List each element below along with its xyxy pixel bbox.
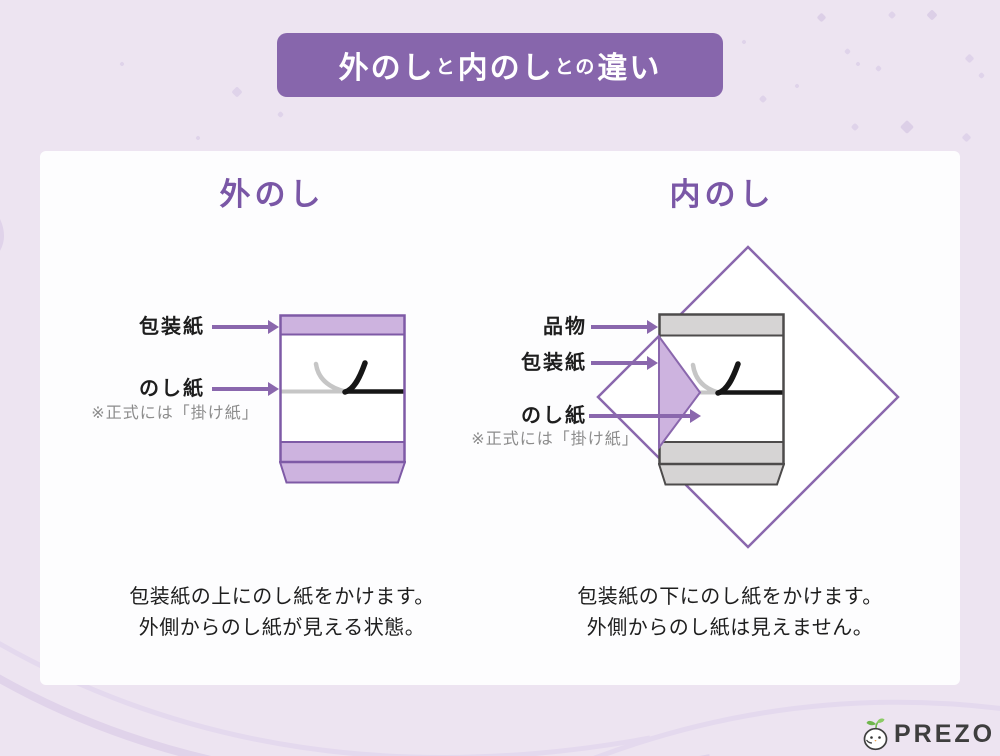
arrow-shaft — [591, 361, 647, 365]
sparkle-dot — [961, 132, 972, 143]
wrapping-paper-arrow — [591, 356, 658, 370]
sparkle-dot — [758, 94, 768, 104]
sparkle-dot — [926, 9, 938, 21]
description-line: 外側からのし紙が見える状態。 — [138, 617, 426, 639]
left-panel-heading: 外のし — [219, 177, 325, 212]
title-segment-small: と — [435, 56, 457, 78]
description-line: 外側からのし紙は見えません。 — [586, 617, 874, 639]
noshi-formal-name-note: ※正式には「掛け紙」 — [91, 405, 259, 422]
noshi-paper-label: のし紙 — [139, 378, 205, 400]
sparkle-dot — [276, 110, 285, 119]
noshi-paper-label: のし紙 — [521, 405, 587, 427]
wrapping-paper-arrow — [212, 320, 279, 334]
sparkle-dot — [964, 53, 975, 64]
wave-line — [0, 674, 710, 756]
right-panel-heading: 内のし — [669, 177, 775, 212]
arrow-shaft — [212, 387, 268, 391]
item-label: 品物 — [543, 316, 587, 338]
wave-line — [593, 699, 1000, 756]
wrapping-paper-label: 包装紙 — [521, 352, 587, 374]
item-arrow — [591, 320, 658, 334]
sparkle-dot — [850, 122, 860, 132]
brand-logo-text: PREZO — [894, 719, 996, 748]
arrowhead-icon — [268, 382, 279, 396]
description-line: 包装紙の下にのし紙をかけます。 — [577, 586, 883, 608]
right-panel-description: 包装紙の下にのし紙をかけます。 外側からのし紙は見えません。 — [530, 582, 930, 644]
brand-logo: PREZO — [862, 717, 995, 751]
wave-line — [0, 219, 4, 251]
arrowhead-icon — [690, 409, 701, 423]
arrow-shaft — [589, 414, 690, 418]
sparkle-dot — [855, 61, 861, 67]
giftbox-bottom-fold — [658, 463, 785, 486]
outer-noshi-giftbox-diagram — [279, 314, 406, 484]
sprout-chick-mascot-icon — [863, 718, 888, 751]
sparkle-dot — [874, 64, 883, 73]
sparkle-dot — [977, 71, 986, 80]
title-segment-small: との — [554, 56, 597, 78]
noshi-formal-name-note: ※正式には「掛け紙」 — [471, 431, 639, 448]
mizuhiki-knot-icon — [690, 361, 783, 396]
sparkle-dot — [741, 39, 747, 45]
noshi-paper-arrow — [589, 409, 701, 423]
item-top-band — [658, 313, 785, 337]
wrapping-paper-bottom-band — [279, 441, 406, 463]
title-banner: 外のし と 内のし との 違い — [277, 33, 723, 97]
sparkle-dot — [794, 83, 800, 89]
left-panel-description: 包装紙の上にのし紙をかけます。 外側からのし紙が見える状態。 — [82, 582, 482, 644]
giftbox-bottom-fold — [279, 461, 406, 484]
wrapping-paper-fold-triangle — [658, 333, 702, 451]
sparkle-dot — [899, 119, 915, 135]
sparkle-dot — [231, 86, 243, 98]
arrowhead-icon — [647, 320, 658, 334]
wrapping-paper-top-band — [279, 314, 406, 336]
wrapping-paper-label: 包装紙 — [139, 316, 205, 338]
item-bottom-band — [658, 441, 785, 465]
giftbox-outline — [279, 314, 406, 464]
title-segment-large: 外のし — [338, 52, 435, 85]
content-card: 外のし 包装紙 のし紙 ※正式には「掛け紙」 — [40, 151, 960, 685]
arrow-shaft — [591, 325, 647, 329]
arrowhead-icon — [268, 320, 279, 334]
sparkle-dot — [843, 47, 852, 56]
sparkle-dot — [816, 12, 827, 23]
description-line: 包装紙の上にのし紙をかけます。 — [129, 586, 435, 608]
sparkle-dot — [195, 135, 201, 141]
inner-noshi-giftbox-diagram — [658, 313, 785, 486]
sparkle-dot — [119, 61, 125, 67]
noshi-paper-arrow — [212, 382, 279, 396]
title-segment-large: 違い — [597, 52, 662, 85]
arrowhead-icon — [647, 356, 658, 370]
arrow-shaft — [212, 325, 268, 329]
title-segment-large: 内のし — [457, 52, 554, 85]
sparkle-dot — [887, 10, 897, 20]
mizuhiki-knot-icon — [281, 360, 404, 395]
